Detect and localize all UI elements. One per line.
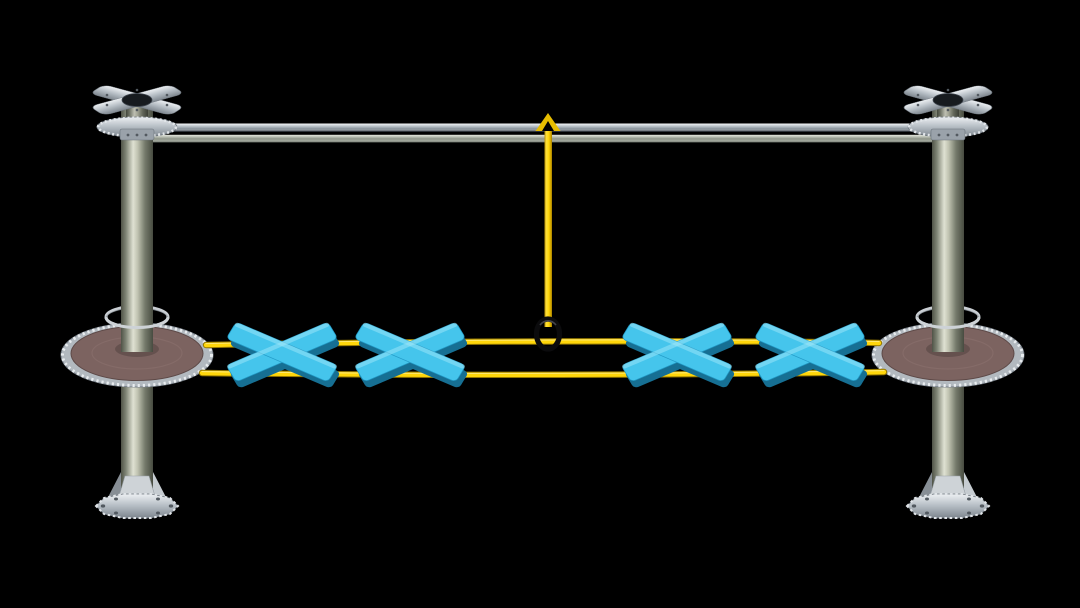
hanging-strap	[535, 113, 561, 327]
strap-band	[544, 131, 552, 327]
strap-ring	[533, 316, 563, 352]
